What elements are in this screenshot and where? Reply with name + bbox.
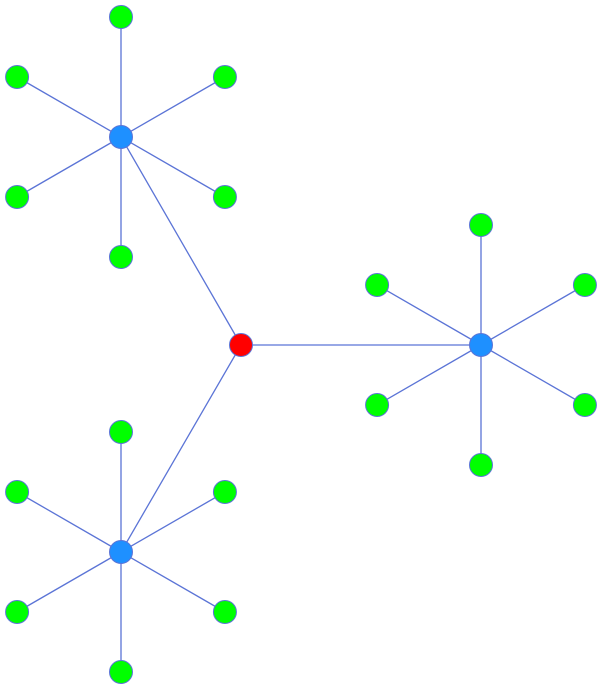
hub-node [109,125,133,149]
edge-hub-3-leaf [16,551,122,613]
leaf-node [212,600,237,624]
leaf-node [109,245,133,269]
edge-hub-1-leaf [16,76,122,138]
edge-hub-1-leaf [16,136,122,198]
leaf-node [212,480,237,504]
leaf-node [212,65,237,89]
edge-hub-2-leaf [480,284,586,346]
leaf-node [212,185,237,209]
leaf-node [5,65,30,89]
leaf-node [5,185,30,209]
nodes [5,5,597,684]
leaf-node [365,393,390,417]
leaf-node [365,273,390,297]
leaf-node [572,393,597,417]
edge-hub-3-leaf [120,491,226,553]
leaf-node [109,420,133,444]
edge-hub-2-leaf [480,344,586,406]
leaf-node [572,273,597,297]
leaf-node [5,600,30,624]
edge-root-hub-1 [120,136,242,346]
edge-hub-2-leaf [376,284,482,346]
edge-hub-1-leaf [120,136,226,198]
edge-root-hub-3 [120,344,242,553]
hub-node [469,333,493,357]
root-node [229,333,253,357]
edge-hub-2-leaf [376,344,482,406]
hub-node [109,540,133,564]
leaf-node [109,660,133,684]
edges [16,17,586,672]
edge-hub-3-leaf [16,491,122,553]
leaf-node [5,480,30,504]
edge-hub-3-leaf [120,551,226,613]
leaf-node [109,5,133,29]
edge-hub-1-leaf [120,76,226,138]
leaf-node [469,453,493,477]
leaf-node [469,213,493,237]
